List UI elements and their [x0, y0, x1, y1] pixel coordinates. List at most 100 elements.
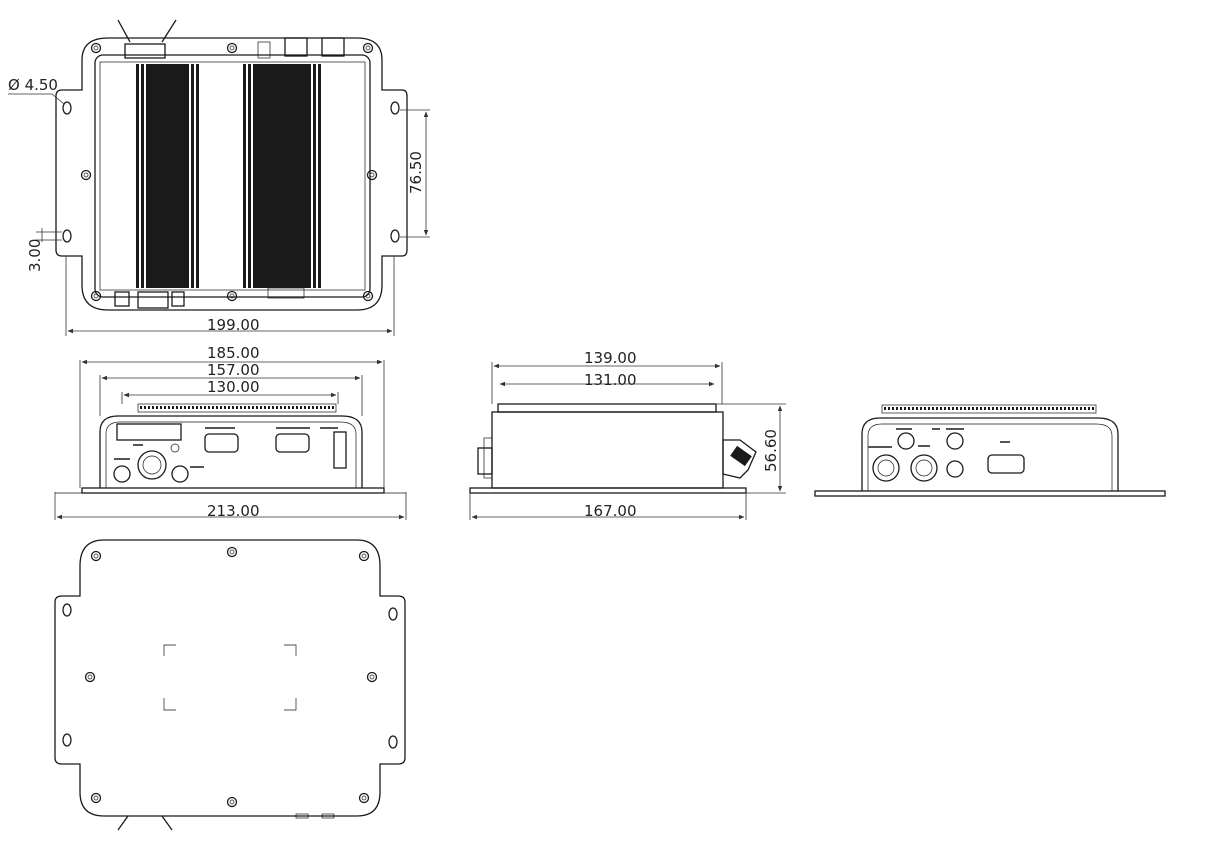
top-view-lan-connector [124, 43, 166, 59]
side-view-right-connector-dark [730, 445, 752, 467]
fin-tooth [996, 407, 998, 410]
bottom-view-corner-mark-tl [163, 644, 176, 656]
front-view-port-label-lan [133, 444, 143, 446]
fin-tooth [232, 406, 234, 409]
mounting-screw [366, 671, 378, 683]
bottom-view-antenna-right [161, 815, 173, 831]
fin-tooth [1076, 407, 1078, 410]
mounting-screw-center [365, 293, 371, 299]
bottom-view-slot-right-bottom [388, 735, 398, 749]
rear-view-port-label-gps [932, 428, 940, 430]
top-view-bottom-connector-c [171, 291, 185, 307]
mounting-screw [226, 796, 238, 808]
rear-view-wlan-port-a [946, 432, 964, 450]
side-view-flange [469, 487, 747, 494]
heatsink-fin [318, 64, 321, 288]
fin-tooth [940, 407, 942, 410]
fin-tooth [148, 406, 150, 409]
fin-tooth [976, 407, 978, 410]
mounting-screw [84, 671, 96, 683]
bottom-view-slot-left-top [62, 603, 72, 617]
mounting-screw [366, 169, 378, 181]
fin-tooth [312, 406, 314, 409]
fin-tooth [916, 407, 918, 410]
rear-view-flange [814, 490, 1166, 497]
bottom-view-connector-stub-a [295, 813, 309, 819]
dim-label-front-130: 130.00 [207, 378, 260, 396]
top-view-inner-frame [99, 61, 366, 291]
dim-label-side-height: 56.60 [762, 429, 780, 472]
top-view-slot-right-bottom [390, 229, 400, 243]
fin-tooth [288, 406, 290, 409]
dim-label-front-185: 185.00 [207, 344, 260, 362]
top-view-slot-right-top [390, 101, 400, 115]
fin-tooth [304, 406, 306, 409]
dim-label-side-131: 131.00 [584, 371, 637, 389]
mounting-screw-center [93, 45, 99, 51]
bottom-view-antenna-left [117, 815, 129, 831]
top-view-bottom-connector-d [267, 287, 305, 299]
fin-tooth [892, 407, 894, 410]
mounting-screw [226, 546, 238, 558]
fin-tooth [180, 406, 182, 409]
fin-tooth [244, 406, 246, 409]
bottom-view-corner-mark-tr [284, 644, 297, 656]
rear-view-m12-inner-b [915, 459, 933, 477]
fin-tooth [160, 406, 162, 409]
fin-tooth [1092, 407, 1094, 410]
fin-tooth [292, 406, 294, 409]
mounting-screw [226, 290, 238, 302]
heatsink-fin-core [255, 64, 311, 288]
fin-tooth [204, 406, 206, 409]
rear-view-port-label-power [868, 446, 892, 448]
fin-tooth [296, 406, 298, 409]
side-view: 139.00 131.00 56.60 167.00 [469, 349, 786, 520]
fin-tooth [1060, 407, 1062, 410]
fin-tooth [308, 406, 310, 409]
mounting-screw-center [93, 553, 99, 559]
fin-tooth [188, 406, 190, 409]
dim-label-hole-diameter: Ø 4.50 [8, 76, 58, 94]
mounting-screw-center [361, 795, 367, 801]
fin-tooth [268, 406, 270, 409]
top-view-bottom-connector-a [114, 291, 130, 307]
mounting-screw [362, 42, 374, 54]
fin-tooth [172, 406, 174, 409]
fin-tooth [980, 407, 982, 410]
mounting-screw [358, 792, 370, 804]
top-view-fins [136, 64, 321, 288]
fin-tooth [984, 407, 986, 410]
top-view-antenna-left [117, 19, 131, 43]
front-view-m12-connector [137, 450, 167, 480]
rear-view-body [861, 417, 1119, 491]
fin-tooth [924, 407, 926, 410]
fin-tooth [316, 406, 318, 409]
fin-tooth [236, 406, 238, 409]
fin-tooth [192, 406, 194, 409]
fin-tooth [1020, 407, 1022, 410]
top-view-flange-outline [55, 37, 408, 311]
bottom-view-slot-right-top [388, 607, 398, 621]
front-view-m12-inner [142, 455, 162, 475]
fin-tooth [1012, 407, 1014, 410]
front-view-port-label-power [320, 427, 338, 429]
top-view-screws [80, 42, 378, 302]
fin-tooth [948, 407, 950, 410]
fin-tooth [1032, 407, 1034, 410]
mounting-screw-center [93, 795, 99, 801]
heatsink-fin-core [148, 64, 188, 288]
fin-tooth [1004, 407, 1006, 410]
heatsink-fin [248, 64, 251, 288]
side-view-left-connector [477, 447, 493, 475]
front-view-body [99, 415, 363, 488]
mounting-screw-center [369, 674, 375, 680]
fin-tooth [1064, 407, 1066, 410]
front-view-led [170, 443, 180, 453]
fin-tooth [264, 406, 266, 409]
front-view-serial-port-1 [204, 433, 239, 453]
front-view-power-connector [333, 431, 347, 469]
fin-tooth [252, 406, 254, 409]
mounting-screw-center [229, 45, 235, 51]
rear-view [814, 404, 1166, 497]
front-view-port-label-wlan [190, 466, 204, 468]
